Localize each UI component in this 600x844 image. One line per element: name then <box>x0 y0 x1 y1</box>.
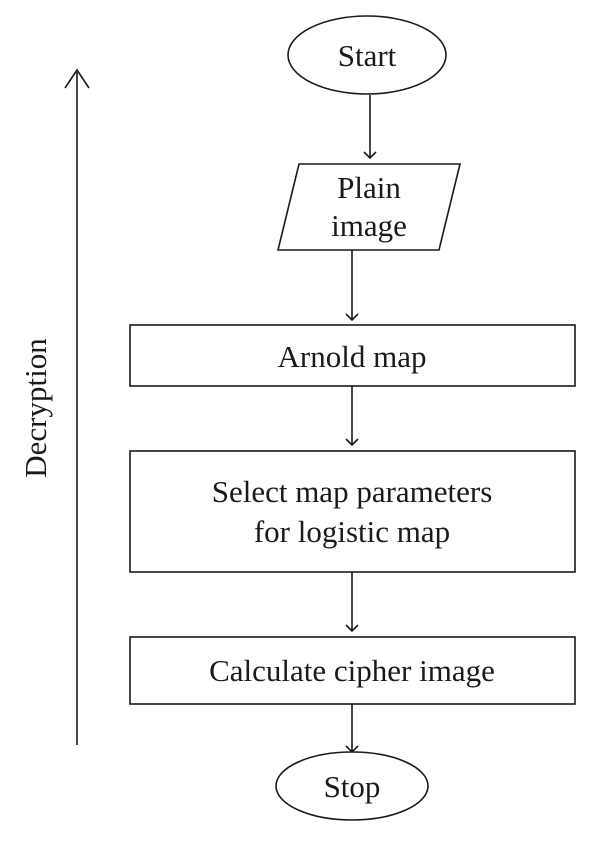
stop-node: Stop <box>275 751 429 821</box>
start-node: Start <box>287 15 447 95</box>
select-params-node: Select map parameters for logistic map <box>129 450 576 573</box>
arnold-map-label: Arnold map <box>278 339 427 374</box>
decryption-label: Decryption <box>18 338 53 478</box>
arnold-map-node: Arnold map <box>129 324 576 387</box>
select-params-label-line1: Select map parameters <box>212 474 493 509</box>
plain-image-label-line1: Plain <box>337 170 401 205</box>
plain-image-node: Plain image <box>276 163 462 251</box>
calculate-cipher-node: Calculate cipher image <box>129 636 576 705</box>
calculate-cipher-label: Calculate cipher image <box>209 653 495 688</box>
stop-label: Stop <box>324 769 381 804</box>
plain-image-label-line2: image <box>331 208 407 243</box>
start-label: Start <box>338 38 397 73</box>
select-params-label-line2: for logistic map <box>254 514 450 549</box>
decryption-arrow <box>64 68 90 745</box>
